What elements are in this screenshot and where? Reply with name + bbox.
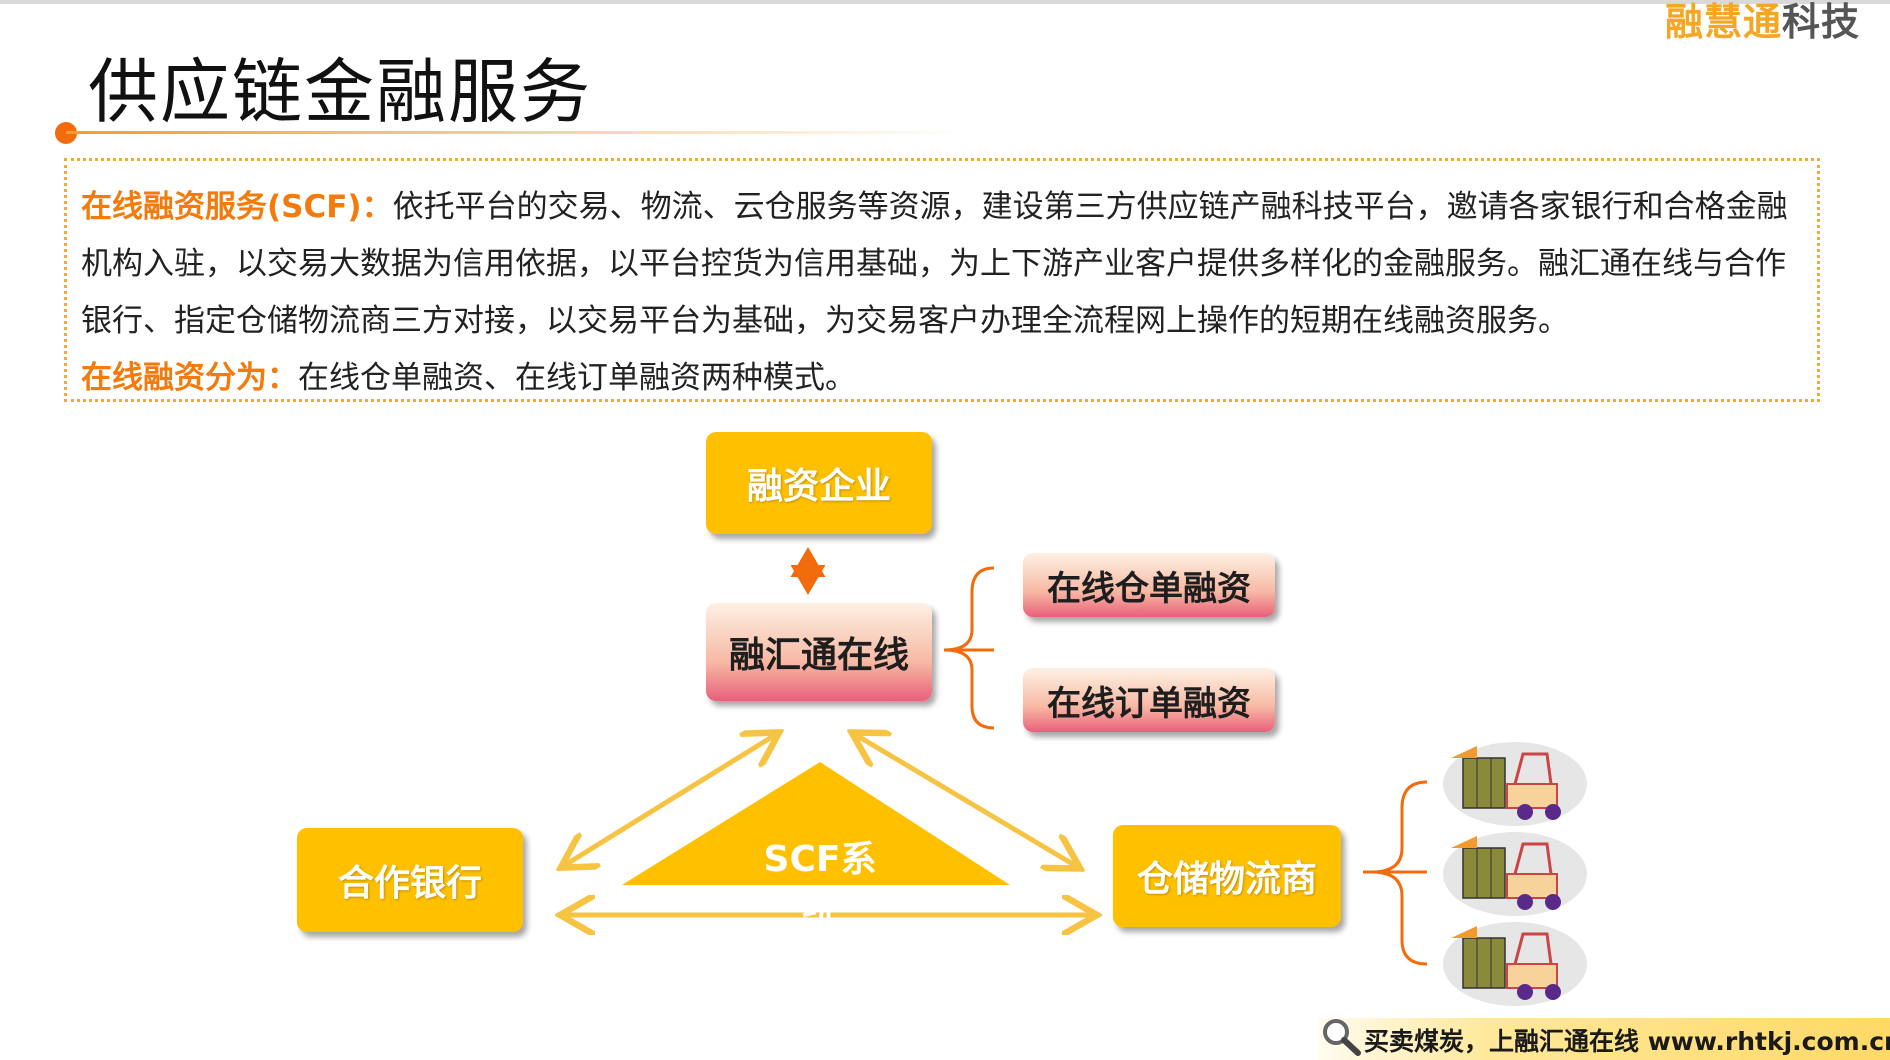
brand-name-part2: 科技 (1781, 0, 1860, 44)
brand-name-part1: 融慧通 (1664, 0, 1782, 44)
node-financing-enterprise: 融资企业 (706, 432, 932, 534)
node-warehouse-receipt-financing: 在线仓单融资 (1023, 553, 1275, 617)
forklift-icon (1443, 922, 1587, 1006)
info-label-scf: 在线融资服务(SCF)： (81, 189, 393, 225)
footer-slogan[interactable]: 买卖煤炭，上融汇通在线 www.rhtkj.com.cn (1364, 1027, 1890, 1056)
brand-logo: 融慧通科技 (1665, 0, 1860, 44)
scf-system-label: SCF系统 (763, 839, 877, 932)
search-icon (1323, 1019, 1361, 1056)
node-partner-bank: 合作银行 (297, 828, 523, 932)
info-text-scf: 依托平台的交易、物流、云仓服务等资源，建设第三方供应链产融科技平台，邀请各家银行… (81, 189, 1788, 339)
arrow-platform-bank (565, 735, 775, 865)
info-text-modes: 在线仓单融资、在线订单融资两种模式。 (298, 360, 856, 396)
info-paragraph-1: 在线融资服务(SCF)：依托平台的交易、物流、云仓服务等资源，建设第三方供应链产… (81, 179, 1805, 350)
info-label-modes: 在线融资分为： (81, 360, 298, 396)
forklift-icon (1443, 832, 1587, 916)
node-order-financing: 在线订单融资 (1023, 668, 1275, 732)
forklift-icon (1443, 742, 1587, 826)
top-divider (0, 0, 1890, 4)
brace-modes (943, 566, 995, 730)
info-box: 在线融资服务(SCF)：依托平台的交易、物流、云仓服务等资源，建设第三方供应链产… (64, 158, 1820, 402)
title-underline (66, 131, 966, 134)
page-title: 供应链金融服务 (88, 51, 592, 133)
info-paragraph-2: 在线融资分为：在线仓单融资、在线订单融资两种模式。 (81, 350, 1805, 407)
node-platform: 融汇通在线 (706, 603, 932, 701)
node-logistics-provider: 仓储物流商 (1113, 825, 1341, 927)
arrow-platform-logistics (856, 735, 1076, 866)
footer-banner (1318, 1018, 1890, 1060)
